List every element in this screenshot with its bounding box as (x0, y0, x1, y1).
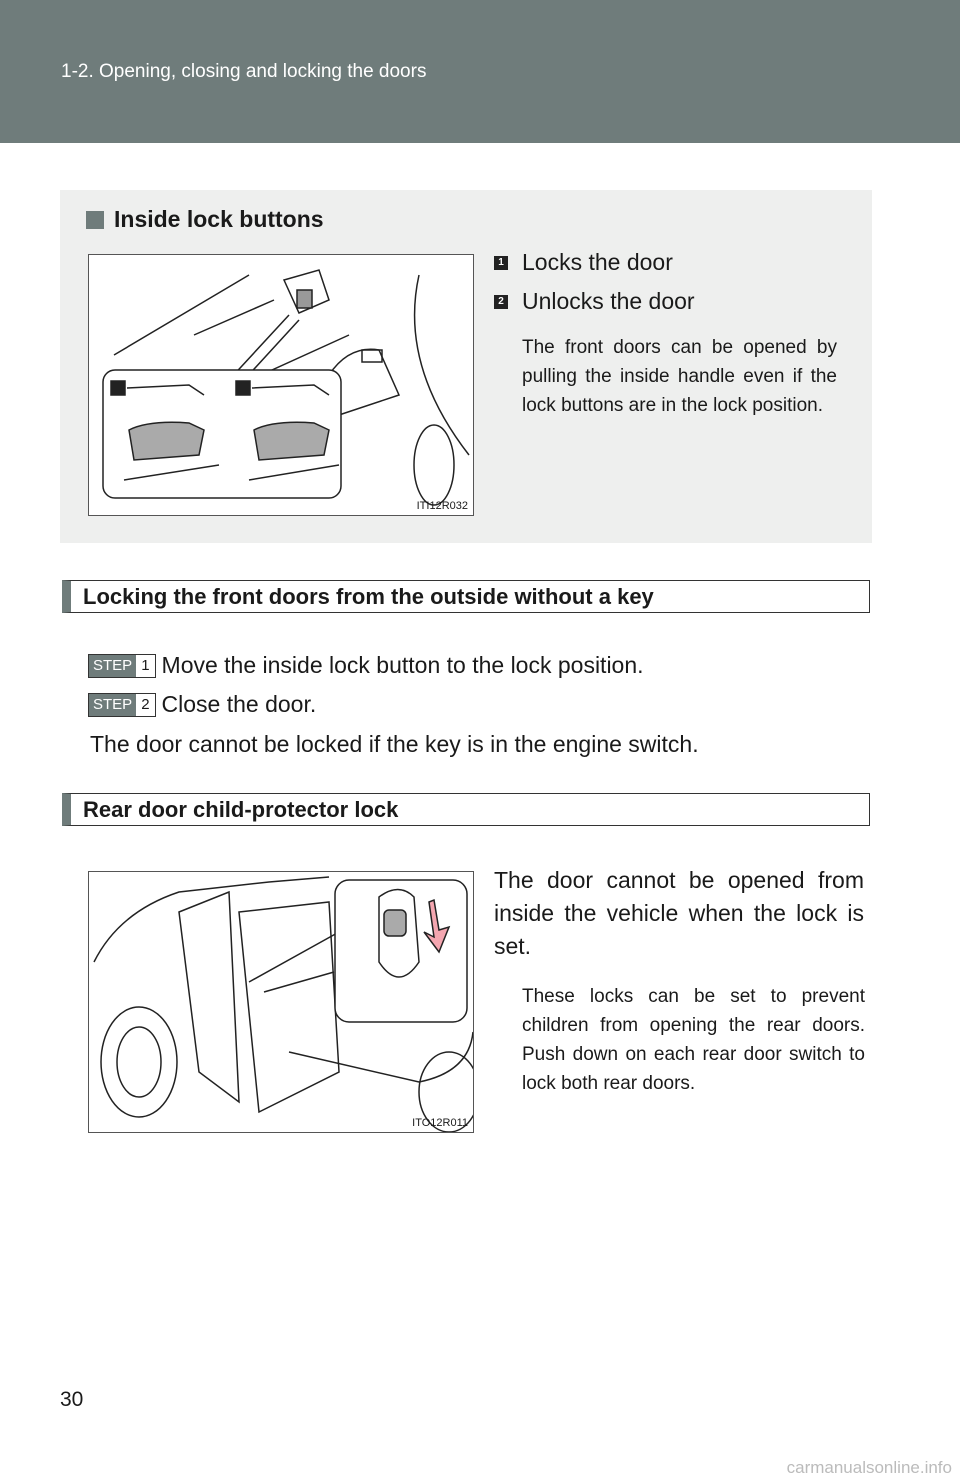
inside-lock-figure: ITI12R032 (88, 254, 474, 516)
callout-number: 1 (494, 255, 508, 270)
callout-label: Unlocks the door (522, 288, 695, 314)
figure-code: ITI12R032 (416, 500, 468, 512)
step-text: Move the inside lock button to the lock … (161, 652, 644, 678)
callout-1: 1 Locks the door (494, 249, 673, 276)
child-lock-note: These locks can be set to prevent childr… (522, 986, 865, 1094)
step-number: 1 (136, 654, 155, 677)
step-text: Close the door. (161, 691, 317, 717)
step-label: STEP (89, 654, 137, 677)
step-number: 2 (136, 693, 155, 716)
child-lock-text: The door cannot be opened from inside th… (494, 867, 864, 959)
callout-number: 2 (494, 294, 508, 309)
title-text: Inside lock buttons (114, 206, 324, 232)
square-bullet-icon (86, 210, 104, 229)
inside-lock-title: Inside lock buttons (86, 206, 324, 233)
figure-code: ITO12R011 (412, 1117, 468, 1129)
callout-2: 2 Unlocks the door (494, 288, 695, 315)
page-header: 1-2. Opening, closing and locking the do… (0, 0, 960, 143)
locking-note: The door cannot be locked if the key is … (90, 731, 699, 757)
callout-label: Locks the door (522, 249, 673, 275)
locking-section-heading: Locking the front doors from the outside… (62, 580, 870, 613)
child-lock-heading: Rear door child-protector lock (62, 793, 870, 826)
inside-lock-note: The front doors can be opened by pulling… (522, 337, 837, 416)
watermark: carmanualsonline.info (786, 1458, 952, 1477)
section-title: 1-2. Opening, closing and locking the do… (61, 61, 427, 82)
child-lock-figure: ITO12R011 (88, 871, 474, 1133)
step-label: STEP (89, 693, 137, 716)
page-number: 30 (60, 1388, 84, 1411)
